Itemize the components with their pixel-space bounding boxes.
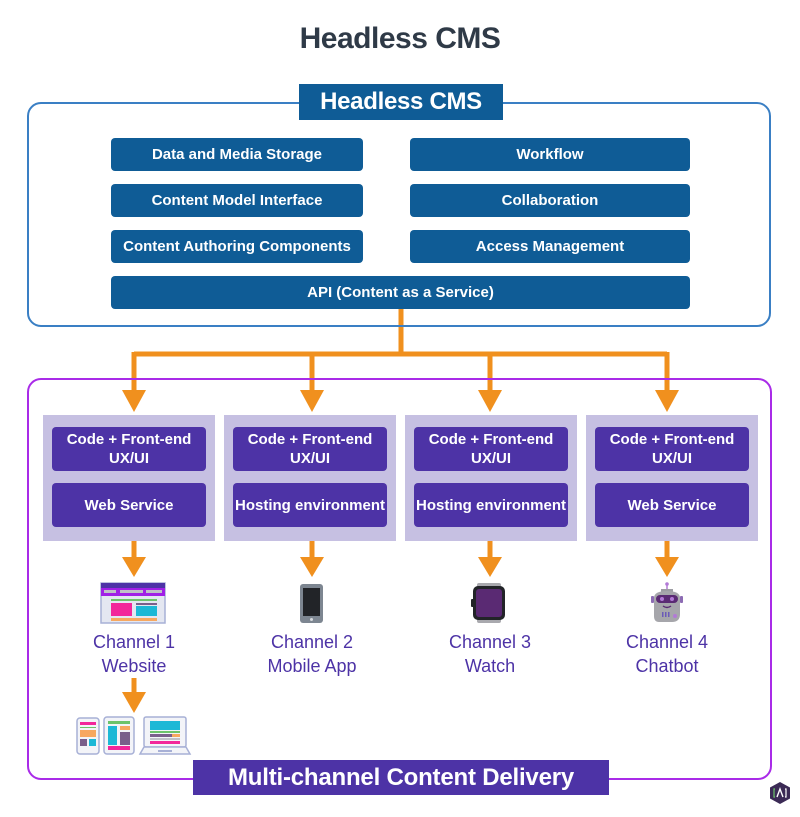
channel-1-name: Channel 1 xyxy=(92,632,176,652)
channel-3-hosting-block: Hosting environment xyxy=(414,483,568,527)
arrow-head-devices xyxy=(122,692,146,713)
cms-block-collaboration: Collaboration xyxy=(410,184,690,217)
arrow-head-out2 xyxy=(300,557,324,577)
arrow-head-out4 xyxy=(655,557,679,577)
arrow-head-col3 xyxy=(478,390,502,412)
channel-1-label: Channel 1 Website xyxy=(54,630,214,678)
channel-4-name: Channel 4 xyxy=(625,632,709,652)
channel-4-type: Chatbot xyxy=(635,656,699,676)
cms-block-access-management: Access Management xyxy=(410,230,690,263)
cms-block-content-authoring-components: Content Authoring Components xyxy=(111,230,363,263)
channel-1-code-frontend-block: Code + Front-end UX/UI xyxy=(52,427,206,471)
cms-block-data-media-storage: Data and Media Storage xyxy=(111,138,363,171)
channel-3-code-frontend-block: Code + Front-end UX/UI xyxy=(414,427,568,471)
channel-1-type: Website xyxy=(101,656,167,676)
cms-block-workflow: Workflow xyxy=(410,138,690,171)
channel-2-name: Channel 2 xyxy=(270,632,354,652)
channel-3-name: Channel 3 xyxy=(448,632,532,652)
arrow-head-out1 xyxy=(122,557,146,577)
channel-2-hosting-block: Hosting environment xyxy=(233,483,387,527)
cms-block-api: API (Content as a Service) xyxy=(111,276,690,309)
channel-4-code-frontend-block: Code + Front-end UX/UI xyxy=(595,427,749,471)
channel-4-web-service-block: Web Service xyxy=(595,483,749,527)
channel-4-label: Channel 4 Chatbot xyxy=(587,630,747,678)
multi-channel-delivery-label: Multi-channel Content Delivery xyxy=(193,760,609,795)
channel-3-type: Watch xyxy=(464,656,516,676)
channel-2-label: Channel 2 Mobile App xyxy=(232,630,392,678)
channel-2-code-frontend-block: Code + Front-end UX/UI xyxy=(233,427,387,471)
cms-block-content-model-interface: Content Model Interface xyxy=(111,184,363,217)
headless-cms-label: Headless CMS xyxy=(299,84,503,120)
channel-1-web-service-block: Web Service xyxy=(52,483,206,527)
arrow-head-col2 xyxy=(300,390,324,412)
channel-3-label: Channel 3 Watch xyxy=(410,630,570,678)
arrow-head-col1 xyxy=(122,390,146,412)
channel-2-type: Mobile App xyxy=(267,656,357,676)
arrow-head-out3 xyxy=(478,557,502,577)
page-title: Headless CMS xyxy=(299,22,501,55)
arrow-head-col4 xyxy=(655,390,679,412)
